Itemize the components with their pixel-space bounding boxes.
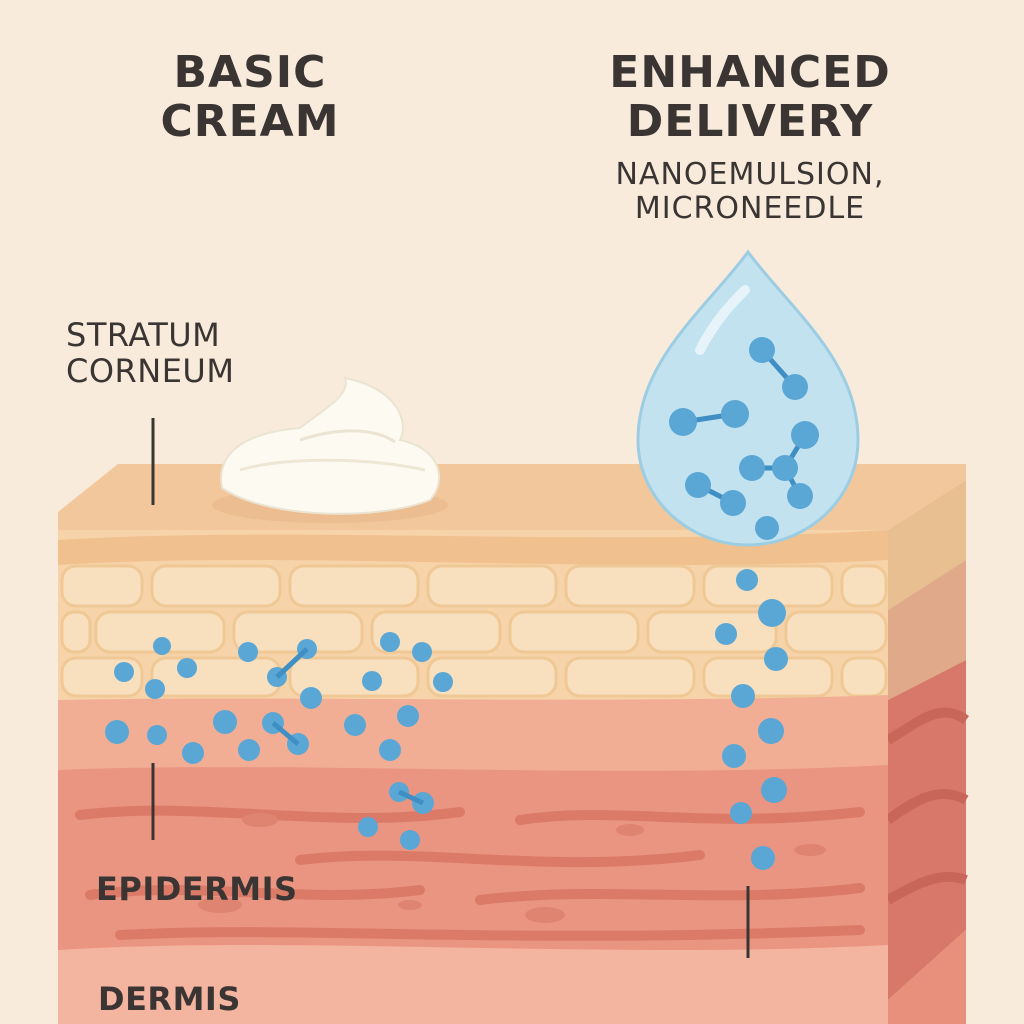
particle — [758, 599, 786, 627]
particle — [358, 817, 378, 837]
particle — [177, 658, 197, 678]
nanoemulsion-droplet-icon — [636, 249, 860, 547]
basic-cream-title: BASIC CREAM — [130, 48, 370, 147]
particle — [114, 662, 134, 682]
particle — [751, 846, 775, 870]
dermis-spots — [198, 813, 826, 923]
enhanced-delivery-subtitle: NANOEMULSION, MICRONEEDLE — [570, 158, 930, 225]
enhanced-delivery-title-line2: DELIVERY — [626, 96, 874, 148]
cream-dollop-icon — [212, 376, 448, 523]
enhanced-delivery-subtitle-line1: NANOEMULSION, — [615, 157, 885, 192]
particle — [213, 710, 237, 734]
dermis-fibers — [75, 805, 865, 941]
particle — [721, 400, 749, 428]
enhanced-delivery-subtitle-line2: MICRONEEDLE — [634, 190, 866, 226]
particle — [105, 720, 129, 744]
deep-dermis-layer — [58, 945, 888, 1024]
particle — [400, 830, 420, 850]
particle — [720, 490, 746, 516]
particle — [145, 679, 165, 699]
particle — [739, 455, 765, 481]
epidermis-label: EPIDERMIS — [96, 870, 298, 908]
particle — [397, 705, 419, 727]
dermis-label: DERMIS — [98, 980, 241, 1018]
particle — [761, 777, 787, 803]
particle — [787, 483, 813, 509]
particle — [182, 742, 204, 764]
particle — [153, 637, 171, 655]
particle — [749, 337, 775, 363]
stratum-corneum-label-line2: CORNEUM — [66, 351, 235, 390]
particle — [362, 671, 382, 691]
indicator-lines — [151, 418, 750, 958]
particle — [344, 714, 366, 736]
particle — [722, 744, 746, 768]
particle — [715, 623, 737, 645]
particle — [755, 516, 779, 540]
stratum-corneum-label-line1: STRATUM — [66, 316, 221, 354]
stratum-corneum-label: STRATUM CORNEUM — [66, 316, 326, 390]
particle — [758, 718, 784, 744]
enhanced-delivery-title-line1: ENHANCED — [609, 47, 891, 98]
particle — [147, 725, 167, 745]
particle — [300, 687, 322, 709]
particle — [730, 802, 752, 824]
skin-block-side — [885, 480, 970, 1024]
particle — [669, 408, 697, 436]
basic-cream-title-line2: CREAM — [160, 96, 340, 148]
particle — [433, 672, 453, 692]
particle — [685, 472, 711, 498]
particle — [731, 684, 755, 708]
particle — [772, 455, 798, 481]
particle — [791, 421, 819, 449]
particle — [238, 739, 260, 761]
basic-cream-title-line1: BASIC — [173, 47, 327, 98]
particle — [412, 642, 432, 662]
particle — [379, 739, 401, 761]
particle-bonds-left — [271, 647, 425, 806]
particle — [782, 374, 808, 400]
particle — [764, 647, 788, 671]
enhanced-delivery-title: ENHANCED DELIVERY — [580, 48, 920, 147]
particle — [238, 642, 258, 662]
particle — [380, 632, 400, 652]
particle — [736, 569, 758, 591]
